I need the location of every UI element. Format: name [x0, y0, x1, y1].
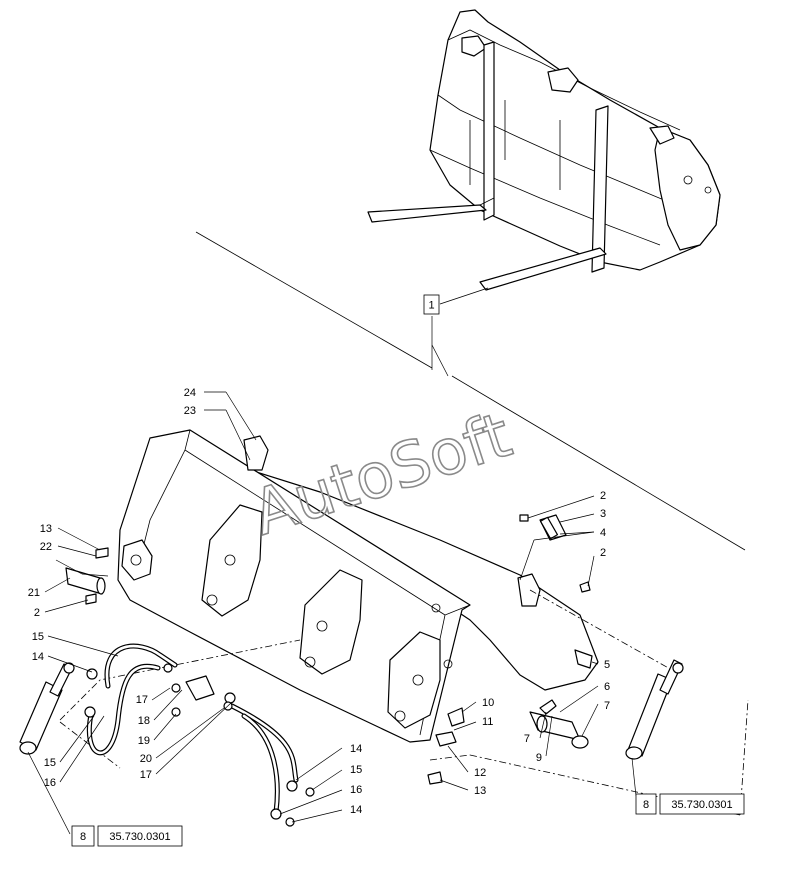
callout-14-b: 14	[350, 743, 362, 755]
callout-17-b: 17	[140, 769, 152, 781]
callout-7-left: 7	[524, 733, 530, 745]
callout-16-a: 16	[44, 777, 56, 789]
callout-20: 20	[140, 753, 152, 765]
callout-5: 5	[604, 659, 610, 671]
hoses-left	[84, 643, 215, 756]
assembly-line-left	[59, 639, 301, 769]
callouts-left: 24 23 13 22 21 2 15 14 17 18 19 20 17 15…	[28, 387, 257, 789]
assembly-line-bottom	[429, 754, 471, 761]
callout-2-right: 2	[600, 547, 606, 559]
callout-3: 3	[600, 508, 606, 520]
hydraulic-cylinder-right	[625, 659, 684, 760]
section-line	[195, 231, 433, 369]
hoses-center	[223, 692, 315, 827]
callout-1: 1	[423, 287, 489, 377]
callout-13-left: 13	[40, 523, 52, 535]
callout-23: 23	[184, 405, 196, 417]
reference-box-left: 8 35.730.0301	[27, 751, 183, 847]
callout-11: 11	[482, 716, 493, 728]
loader-bucket	[117, 429, 599, 743]
hardware-right	[519, 514, 591, 593]
callout-22: 22	[40, 541, 52, 553]
callouts-center: 14 15 16 14	[279, 743, 362, 823]
section-line-2	[451, 375, 746, 551]
hardware-left	[65, 547, 109, 605]
reference-right-code: 35.730.0301	[671, 799, 732, 811]
callout-2-left: 2	[34, 607, 40, 619]
callout-24: 24	[184, 387, 196, 399]
callout-15-b: 15	[44, 757, 56, 769]
reference-right-qty: 8	[643, 799, 649, 811]
pin-and-bushings	[427, 699, 589, 785]
callout-1-number: 1	[428, 300, 434, 312]
callout-18: 18	[138, 715, 150, 727]
reference-left-code: 35.730.0301	[109, 831, 170, 843]
callout-21: 21	[28, 587, 40, 599]
callout-2-top: 2	[600, 490, 606, 502]
callout-13-right: 13	[474, 785, 486, 797]
reference-left-qty: 8	[80, 831, 86, 843]
callout-9: 9	[536, 752, 542, 764]
callout-7-right: 7	[604, 700, 610, 712]
callout-14-c: 14	[350, 804, 362, 816]
callouts-right: 2 3 4 2 5 6 7 7 9 10 11 12 13	[439, 490, 610, 797]
bucket-with-forks-assembly	[367, 9, 721, 291]
reference-box-right: 8 35.730.0301	[631, 757, 745, 815]
callout-15-a: 15	[32, 631, 44, 643]
callout-15-c: 15	[350, 764, 362, 776]
callout-12: 12	[474, 767, 486, 779]
hydraulic-cylinder-left	[19, 662, 75, 755]
callout-6: 6	[604, 681, 610, 693]
callout-14-a: 14	[32, 651, 44, 663]
callout-4: 4	[600, 527, 606, 539]
callout-17-a: 17	[136, 694, 148, 706]
callout-19: 19	[138, 735, 150, 747]
callout-16-b: 16	[350, 784, 362, 796]
callout-10: 10	[482, 697, 494, 709]
